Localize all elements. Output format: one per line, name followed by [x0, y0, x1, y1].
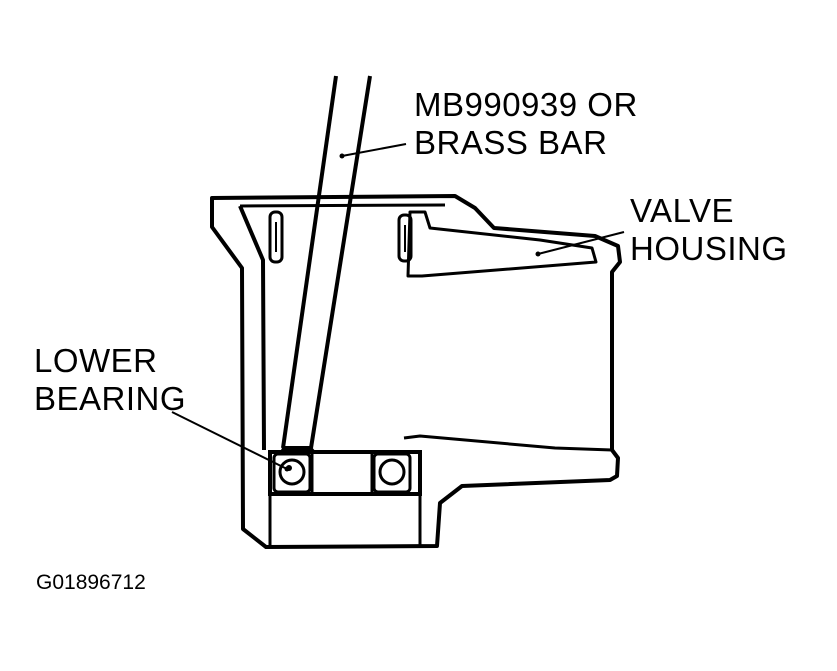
- lower-bearing-callout-label: LOWER BEARING: [34, 342, 186, 418]
- bearing-leader-line: [171, 411, 288, 470]
- tool-leader-dot: [339, 153, 345, 159]
- valve-leader-dot: [535, 251, 541, 257]
- valve-label-line-2: HOUSING: [630, 230, 788, 267]
- left-slot: [268, 210, 284, 264]
- bearing-race-block: [268, 450, 422, 496]
- valve-housing-outline: [210, 194, 622, 549]
- bearing-label-line-2: BEARING: [34, 380, 187, 417]
- housing-top-lip: [239, 203, 446, 208]
- tool-leader-line: [341, 143, 407, 157]
- tool-label-line-2: BRASS BAR: [414, 124, 608, 161]
- valve-port-boss: [406, 210, 598, 278]
- right-slot: [397, 213, 413, 263]
- shaft-block: [268, 494, 422, 546]
- valve-housing-callout-label: VALVE HOUSING: [630, 192, 788, 268]
- lower-bearing-ball-left: [272, 452, 312, 494]
- tool-label-line-1: MB990939 OR: [414, 86, 638, 123]
- valve-label-line-1: VALVE: [630, 192, 734, 229]
- lower-bearing-ball-right: [372, 452, 412, 494]
- housing-lower-contour: [403, 434, 613, 452]
- tool-callout-label: MB990939 OR BRASS BAR: [414, 86, 638, 162]
- housing-inner-left-wall: [238, 205, 266, 451]
- valve-leader-line: [537, 231, 625, 255]
- bearing-label-line-1: LOWER: [34, 342, 158, 379]
- figure-id: G01896712: [36, 571, 146, 594]
- brass-bar-tool: [280, 75, 372, 452]
- bearing-leader-dot: [284, 466, 290, 472]
